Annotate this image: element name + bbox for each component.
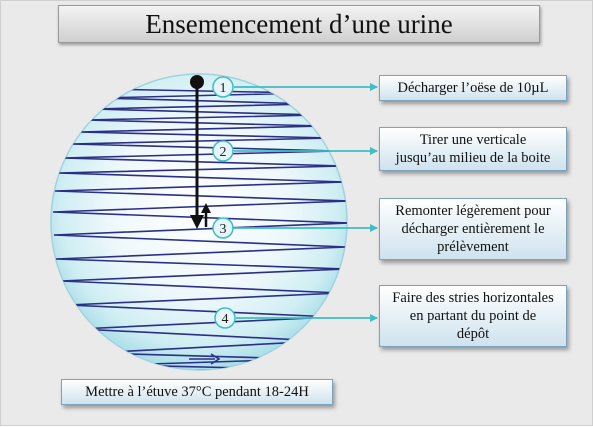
step-marker-3: 3 bbox=[212, 217, 234, 239]
streak-arrow-icon bbox=[210, 353, 221, 365]
step-2-text: Tirer une verticale jusqu’au milieu de l… bbox=[395, 132, 551, 166]
title-bar: Ensemencement d’une urine bbox=[58, 5, 540, 43]
up-arrow-icon bbox=[201, 203, 211, 213]
step-4-box: Faire des stries horizontales en partant… bbox=[379, 285, 567, 347]
step-marker-2: 2 bbox=[212, 140, 234, 162]
incubation-note-box: Mettre à l’étuve 37°C pendant 18-24H bbox=[61, 379, 333, 405]
step-marker-1: 1 bbox=[212, 76, 234, 98]
step-number: 3 bbox=[220, 222, 227, 237]
down-arrow-icon bbox=[190, 215, 204, 229]
incubation-note-text: Mettre à l’étuve 37°C pendant 18-24H bbox=[85, 384, 309, 400]
step-1-text: Décharger l’oëse de 10µL bbox=[397, 80, 549, 96]
step-marker-4: 4 bbox=[214, 307, 236, 329]
page-title: Ensemencement d’une urine bbox=[145, 8, 453, 39]
step-3-text: Remonter légèrement pour décharger entiè… bbox=[395, 203, 551, 255]
deposit-dot-icon bbox=[190, 75, 204, 89]
step-4-text: Faire des stries horizontales en partant… bbox=[392, 290, 554, 342]
step-3-box: Remonter légèrement pour décharger entiè… bbox=[379, 198, 567, 260]
step-1-box: Décharger l’oëse de 10µL bbox=[379, 75, 567, 101]
step-number: 4 bbox=[222, 312, 229, 327]
step-number: 1 bbox=[220, 81, 227, 96]
step-number: 2 bbox=[220, 145, 227, 160]
step-2-box: Tirer une verticale jusqu’au milieu de l… bbox=[379, 127, 567, 171]
